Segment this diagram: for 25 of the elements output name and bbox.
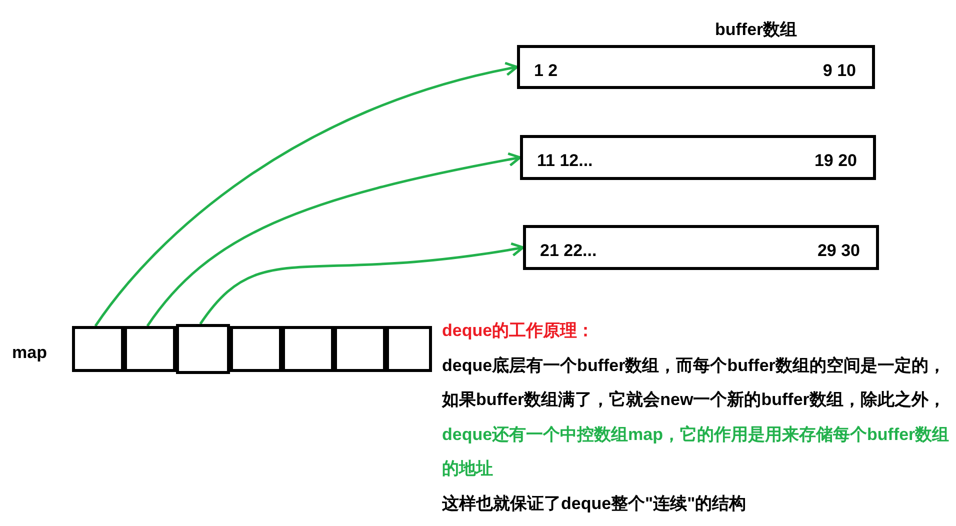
array-cell: [124, 326, 176, 372]
element-values: 19 20: [814, 150, 857, 172]
array-cell: [72, 326, 124, 372]
array-cell: [386, 326, 432, 372]
array-cell: [334, 326, 386, 372]
element-values: 9 10: [822, 60, 856, 82]
element-values: 11 12...: [537, 150, 593, 172]
element-values: 29 30: [817, 240, 860, 262]
array-cell: [282, 326, 334, 372]
buffer-array-box: [517, 45, 875, 89]
note-text: deque底层有一个buffer数组，而每个buffer数组的空间是一定的，如果buffer数组满了，它就会new一个新的buffer数组，除此之外，: [442, 356, 946, 409]
arrow: [146, 152, 522, 327]
note-heading: deque的工作原理：: [442, 320, 596, 342]
note-text: 这样也就保证了deque整个"连续"的结构: [442, 492, 748, 514]
map-label: map: [12, 342, 47, 364]
arrow: [94, 62, 518, 327]
element-values: 1 2: [534, 60, 558, 82]
buffer-array-box: [523, 225, 879, 270]
array-cell: [176, 324, 230, 374]
array-cell: [230, 326, 282, 372]
element-values: 21 22...: [540, 240, 597, 262]
buffer-array-box: [520, 135, 876, 180]
heading-text: buffer数组: [715, 19, 798, 41]
highlighted-note-text: deque还有一个中控数组map，它的作用是用来存储每个buffer数组的地址: [442, 424, 950, 478]
arrow: [199, 242, 524, 325]
